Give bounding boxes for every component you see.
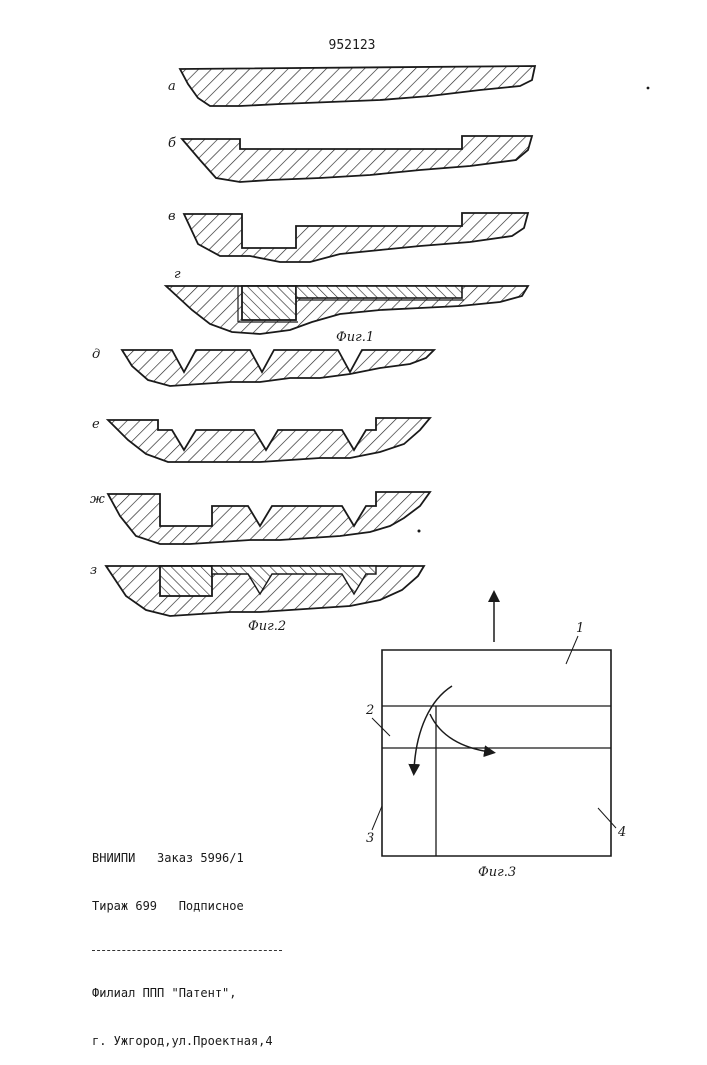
imprint-line-3: Филиал ППП "Патент", bbox=[92, 985, 282, 1001]
fig2-section-zh bbox=[108, 492, 430, 544]
figure-3: 1 2 3 4 Фиг.3 bbox=[365, 596, 626, 880]
fig2-label-zh: ж bbox=[90, 492, 105, 507]
fig2-section-e bbox=[108, 418, 430, 462]
fig1-label-b: б bbox=[168, 136, 176, 151]
patent-number: 952123 bbox=[329, 38, 376, 53]
fig2-section-d bbox=[122, 350, 434, 386]
fig1-section-a bbox=[180, 66, 535, 106]
imprint-block: ВНИИПИ Заказ 5996/1 Тираж 699 Подписное … bbox=[92, 818, 282, 1065]
fig1-label-v: в bbox=[168, 209, 176, 224]
fig2-label-d: д bbox=[92, 347, 100, 362]
fig1-insert-block bbox=[242, 286, 296, 320]
fig3-callout-2: 2 bbox=[365, 703, 374, 718]
fig3-curved-arrow-down bbox=[414, 686, 452, 770]
figure-1: а б в г Фиг.1 bbox=[166, 66, 535, 345]
fig2-label-z: з bbox=[90, 563, 97, 578]
imprint-line-4: г. Ужгород,ул.Проектная,4 bbox=[92, 1033, 282, 1049]
fig1-label-g: г bbox=[174, 267, 181, 282]
fig3-caption: Фиг.3 bbox=[478, 865, 516, 880]
fig3-curved-arrow-right bbox=[430, 714, 490, 752]
fig3-callout-4: 4 bbox=[617, 825, 626, 840]
fig3-callout-1: 1 bbox=[576, 621, 584, 636]
fig2-caption: Фиг.2 bbox=[248, 619, 286, 634]
fig1-caption: Фиг.1 bbox=[336, 330, 374, 345]
fig1-section-b bbox=[182, 136, 532, 182]
imprint-divider bbox=[92, 950, 282, 951]
fig1-insert-strip bbox=[296, 286, 462, 298]
fig2-insert-block bbox=[160, 566, 212, 596]
fig1-label-a: а bbox=[168, 79, 176, 94]
fig3-callout-3: 3 bbox=[366, 831, 374, 846]
imprint-line-2: Тираж 699 Подписное bbox=[92, 898, 282, 914]
figure-2: д е ж з Фиг.2 bbox=[90, 347, 434, 634]
fig2-label-e: е bbox=[92, 417, 100, 432]
imprint-line-1: ВНИИПИ Заказ 5996/1 bbox=[92, 850, 282, 866]
fig1-section-v bbox=[184, 213, 528, 262]
